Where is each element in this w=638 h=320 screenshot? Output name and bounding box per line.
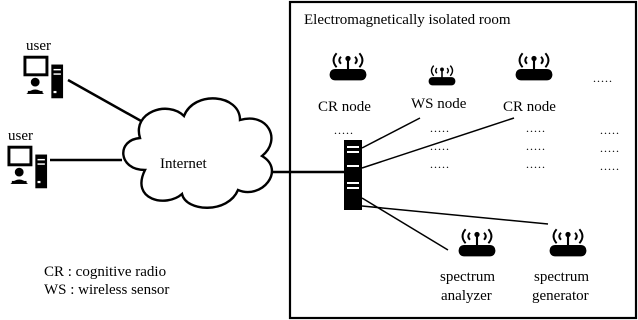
cr-node-1: CR node [318, 52, 371, 115]
spectrum-generator-line1: spectrum [534, 269, 589, 285]
wifi-router-icon [514, 52, 554, 82]
cr-node-1-label: CR node [318, 99, 371, 115]
ellipsis-mark: ..... [526, 157, 546, 171]
user-2: user [7, 128, 48, 189]
spectrum-analyzer: spectrum analyzer [440, 228, 497, 304]
user-pc-icon [7, 145, 48, 189]
ellipsis-mark: ..... [526, 121, 546, 135]
spectrum-analyzer-line1: spectrum [440, 269, 495, 285]
ellipsis-mark: ..... [526, 139, 546, 153]
wifi-router-icon [548, 228, 588, 258]
user-pc-icon [23, 55, 64, 99]
ws-node: WS node [411, 64, 467, 112]
spectrum-analyzer-line2: analyzer [441, 288, 492, 304]
link-server-analyzer [361, 197, 449, 251]
server-ellipsis: ..... [334, 123, 354, 137]
link-server-generator [361, 205, 549, 225]
link-server-cr-node [361, 117, 515, 169]
room-title: Electromagnetically isolated room [304, 12, 511, 28]
ws-node-label: WS node [411, 96, 467, 112]
wifi-router-icon [328, 52, 368, 82]
spectrum-generator-line2: generator [532, 288, 589, 304]
user-1-label: user [26, 38, 51, 54]
more-nodes-ellipsis: ..... ..... ..... ..... ..... ..... ....… [430, 71, 620, 173]
legend: CR : cognitive radio WS : wireless senso… [44, 264, 169, 298]
internet-cloud: Internet [122, 97, 274, 209]
ellipsis-mark: ..... [430, 139, 450, 153]
user-2-label: user [8, 128, 33, 144]
isolated-room-border [288, 0, 638, 320]
ellipsis-mark: ..... [430, 121, 450, 135]
link-server-ws-node [361, 117, 421, 149]
ellipsis-mark: ..... [593, 71, 613, 85]
connection-lines [50, 78, 549, 251]
legend-ws: WS : wireless sensor [44, 282, 169, 298]
link-user1-internet [67, 78, 151, 128]
cr-node-2-label: CR node [503, 99, 556, 115]
wifi-router-icon [457, 228, 497, 258]
spectrum-generator: spectrum generator [532, 228, 589, 304]
wifi-router-icon [427, 64, 457, 86]
internet-label: Internet [160, 156, 207, 172]
ellipsis-mark: ..... [600, 141, 620, 155]
legend-cr: CR : cognitive radio [44, 264, 166, 280]
ellipsis-mark: ..... [600, 159, 620, 173]
ellipsis-mark: ..... [600, 123, 620, 137]
server-tower-icon [344, 140, 362, 210]
cr-node-2: CR node [503, 52, 556, 115]
ellipsis-mark: ..... [430, 157, 450, 171]
user-1: user [23, 38, 64, 99]
